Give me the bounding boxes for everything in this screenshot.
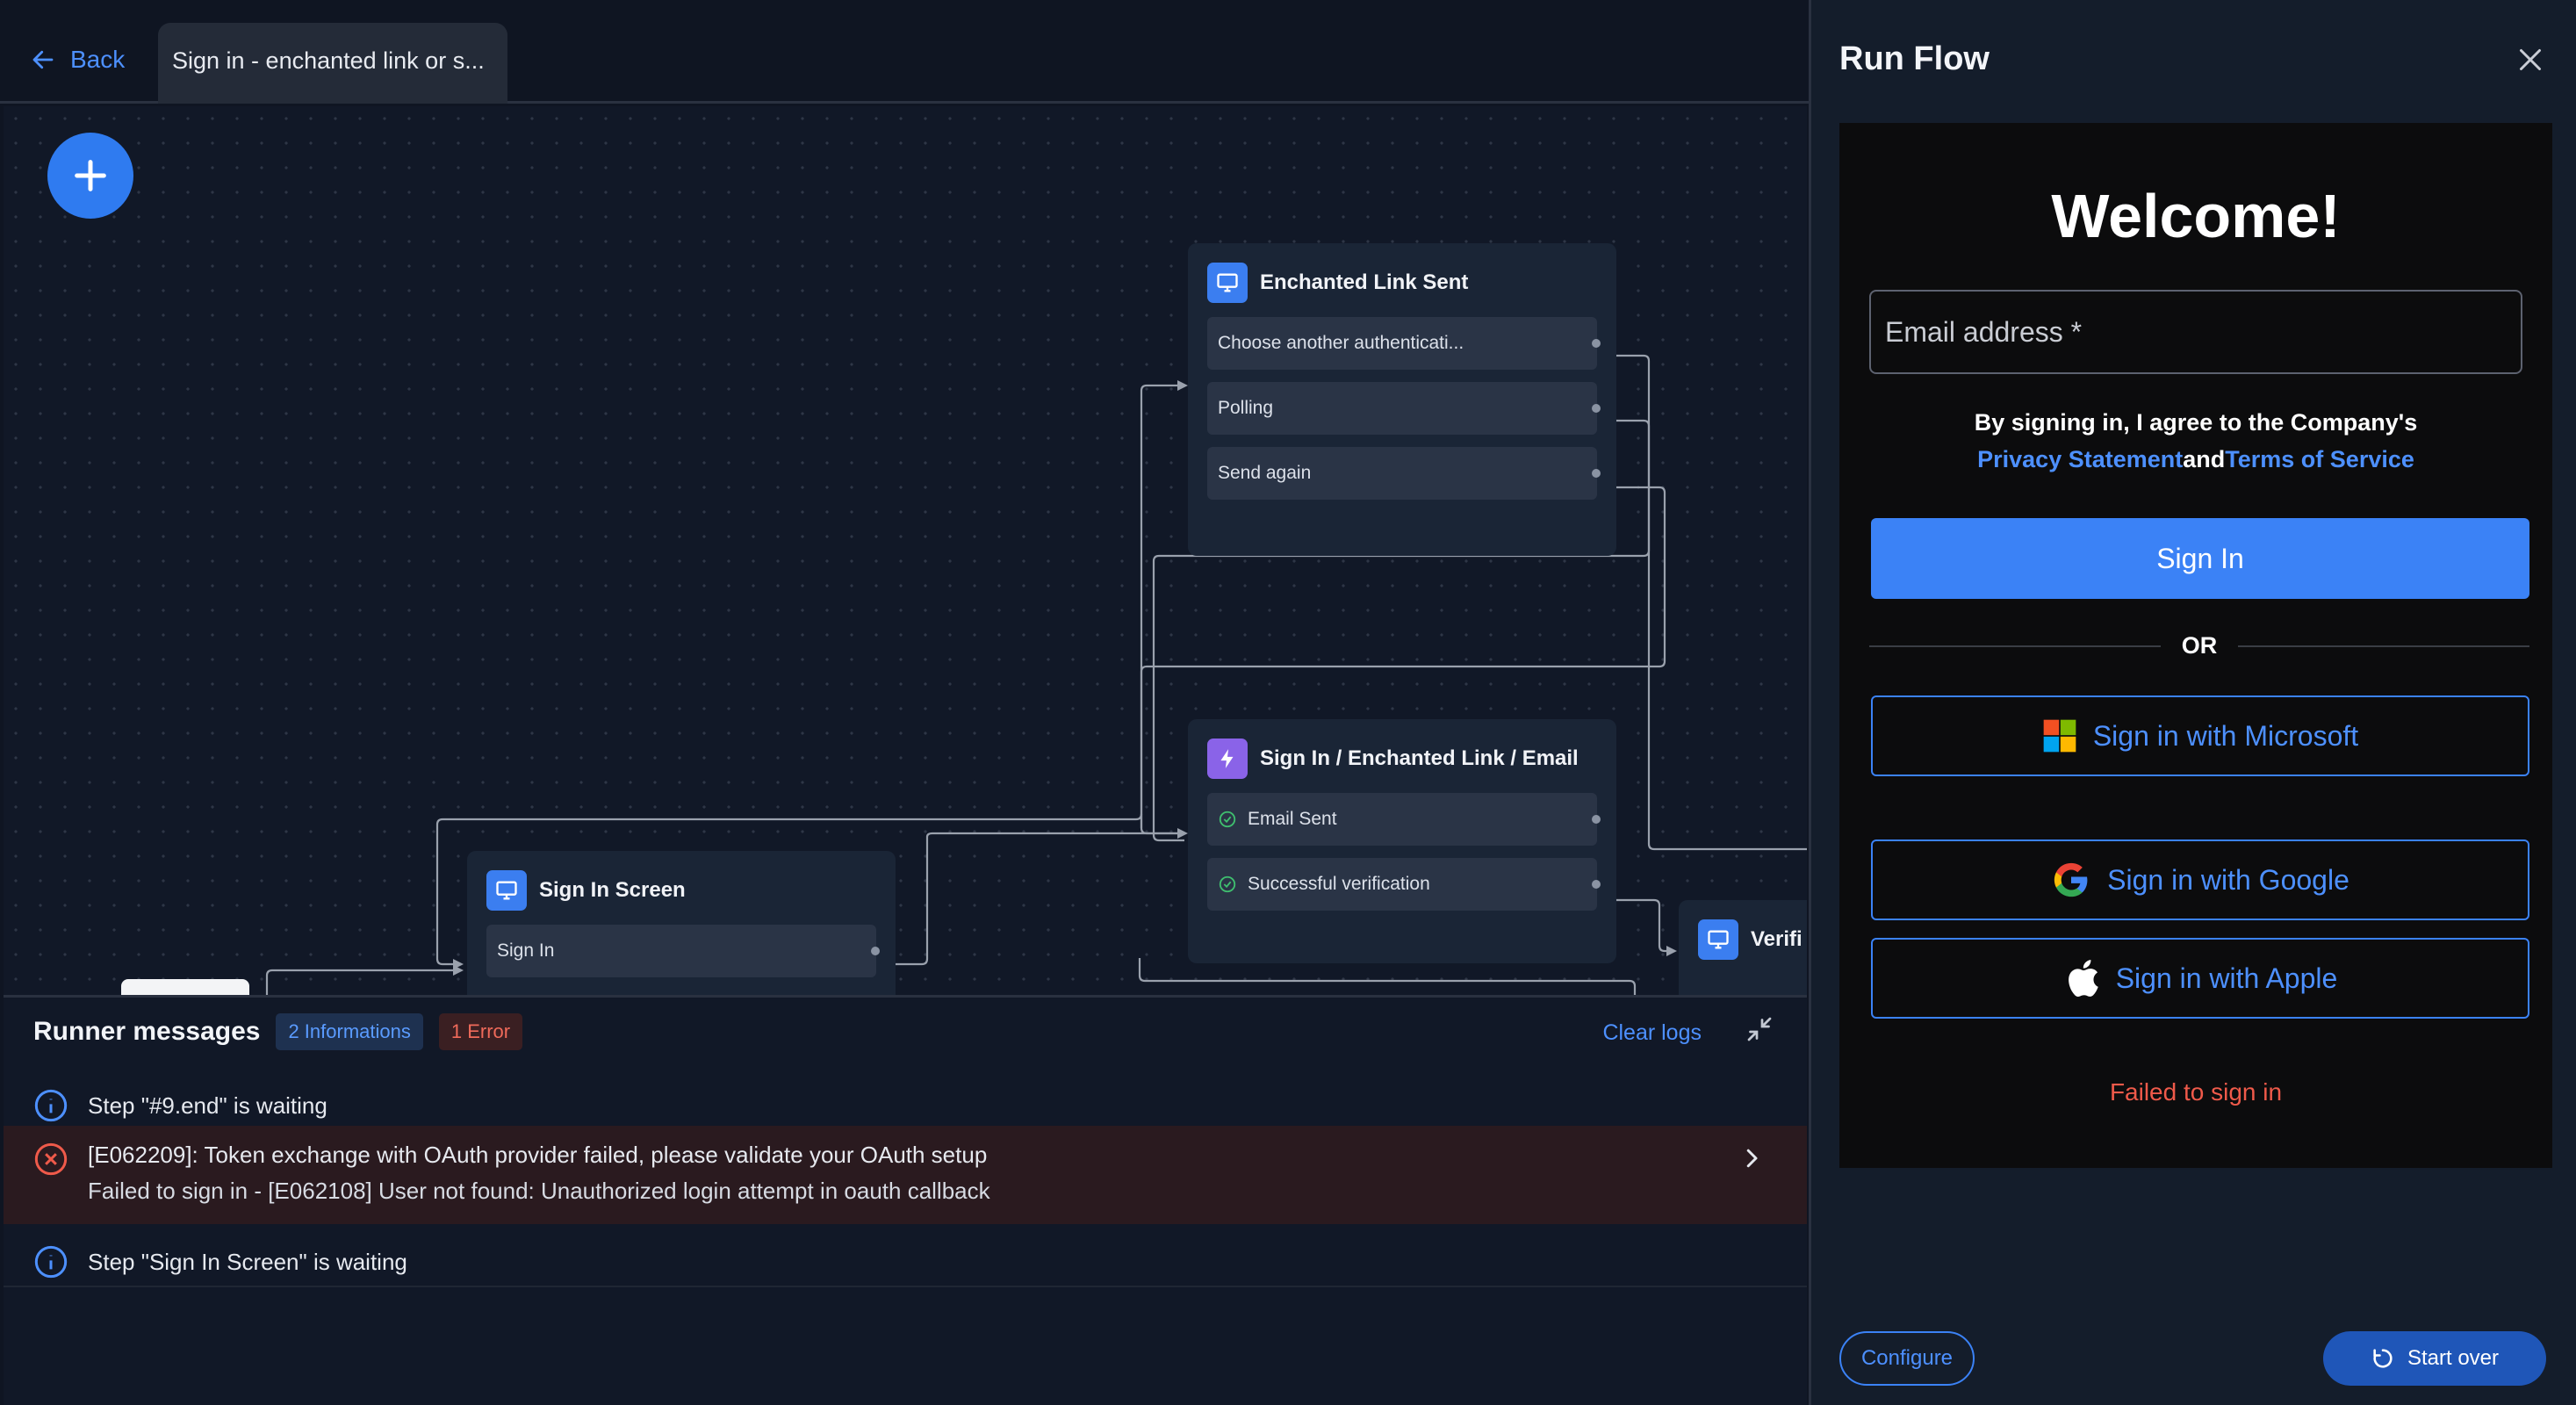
node-title: Enchanted Link Sent: [1260, 270, 1469, 294]
terms-notice: By signing in, I agree to the Company's …: [1974, 409, 2418, 472]
sign-in-google-button[interactable]: Sign in with Google: [1871, 839, 2529, 920]
port-polling[interactable]: Polling: [1207, 382, 1601, 435]
error-count-badge[interactable]: 1 Error: [438, 1013, 523, 1050]
flow-tab[interactable]: Sign in - enchanted link or s...: [158, 23, 507, 104]
chevron-right-icon[interactable]: [1738, 1145, 1765, 1171]
back-label: Back: [70, 46, 126, 73]
wire-choose: [1594, 354, 1807, 851]
info-icon: [34, 1245, 68, 1279]
port-sign-in[interactable]: Sign In: [486, 925, 880, 977]
runner-title: Runner messages: [33, 1017, 261, 1046]
flow-canvas[interactable]: Enchanted Link Sent Choose another authe…: [4, 106, 1807, 995]
configure-button[interactable]: Configure: [1839, 1331, 1975, 1386]
node-sign-in-screen[interactable]: Sign In Screen Sign In: [467, 851, 896, 995]
monitor-icon: [1207, 263, 1248, 303]
check-circle-icon: [1219, 811, 1236, 828]
monitor-icon: [1698, 919, 1738, 960]
wire-success: [1594, 898, 1673, 953]
sign-in-error-message: Failed to sign in: [2109, 1078, 2283, 1106]
wire-top-to-screen: [435, 813, 1143, 966]
node-title: Sign In Screen: [539, 878, 686, 902]
node-title: Verifi: [1751, 927, 1802, 951]
clear-logs-button[interactable]: Clear logs: [1602, 1020, 1702, 1045]
node-title: Sign In / Enchanted Link / Email: [1260, 746, 1579, 770]
back-button[interactable]: Back: [30, 46, 125, 74]
add-step-button[interactable]: [47, 133, 133, 219]
node-sign-in-enchanted-link[interactable]: Sign In / Enchanted Link / Email Email S…: [1188, 719, 1616, 963]
run-flow-title: Run Flow: [1839, 40, 1990, 77]
wire-polling: [1152, 419, 1651, 842]
collapse-icon: [1747, 1017, 1772, 1041]
collapse-button[interactable]: [1744, 1013, 1775, 1049]
sign-in-apple-button[interactable]: Sign in with Apple: [1871, 938, 2529, 1019]
flow-preview: Welcome! Email address * By signing in, …: [1839, 123, 2552, 1168]
runner-messages-panel: Runner messages 2 Informations 1 Error C…: [4, 995, 1807, 1405]
wire-send-again: [1140, 486, 1666, 835]
plus-icon: [75, 160, 106, 191]
log-message-info: Step "Sign In Screen" is waiting: [4, 1235, 1807, 1289]
apple-logo-icon: [2068, 960, 2098, 998]
close-button[interactable]: [2515, 44, 2546, 80]
wire-screen-to-link: [874, 832, 1184, 966]
info-icon: [34, 1089, 68, 1122]
port-successful-verification[interactable]: Successful verification: [1207, 858, 1601, 911]
google-logo-icon: [2054, 862, 2088, 897]
privacy-statement-link[interactable]: Privacy Statement: [1977, 446, 2184, 472]
sign-in-button[interactable]: Sign In: [1871, 518, 2529, 599]
start-over-button[interactable]: Start over: [2323, 1331, 2546, 1386]
wire-bottom: [1138, 958, 1637, 995]
error-circle-icon: [34, 1142, 68, 1176]
info-count-badge[interactable]: 2 Informations: [276, 1013, 423, 1050]
refresh-icon: [2373, 1349, 2393, 1368]
log-message-info: Step "#9.end" is waiting: [4, 1078, 1807, 1133]
log-message-error[interactable]: [E062209]: Token exchange with OAuth pro…: [4, 1126, 1807, 1224]
lightning-icon: [1207, 739, 1248, 779]
port-email-sent[interactable]: Email Sent: [1207, 793, 1601, 846]
sign-in-microsoft-button[interactable]: Sign in with Microsoft: [1871, 695, 2529, 776]
wire-start-to-screen: [265, 969, 460, 995]
terms-of-service-link[interactable]: Terms of Service: [2225, 446, 2414, 472]
arrow-left-icon: [32, 50, 54, 69]
check-circle-icon: [1219, 875, 1236, 893]
start-node[interactable]: [121, 979, 249, 995]
port-choose-another[interactable]: Choose another authenticati...: [1207, 317, 1601, 370]
wire-to-enchanted: [1140, 384, 1184, 828]
flow-editor: Back Sign in - enchanted link or s...: [0, 0, 1809, 1405]
welcome-heading: Welcome!: [2051, 182, 2341, 250]
monitor-icon: [486, 870, 527, 911]
port-send-again[interactable]: Send again: [1207, 447, 1601, 500]
close-icon: [2520, 49, 2541, 70]
node-verify[interactable]: Verifi: [1679, 900, 1807, 995]
editor-topbar: Back Sign in - enchanted link or s...: [0, 0, 1809, 104]
email-input[interactable]: Email address *: [1869, 290, 2522, 374]
run-flow-panel: Run Flow Welcome! Email address * By sig…: [1809, 0, 2576, 1405]
microsoft-logo-icon: [2043, 719, 2076, 753]
email-placeholder: Email address *: [1885, 315, 2083, 348]
log-divider: [4, 1286, 1807, 1287]
or-divider: OR: [1869, 632, 2529, 659]
connection-wires: [265, 354, 1807, 995]
node-enchanted-link-sent[interactable]: Enchanted Link Sent Choose another authe…: [1188, 243, 1616, 556]
